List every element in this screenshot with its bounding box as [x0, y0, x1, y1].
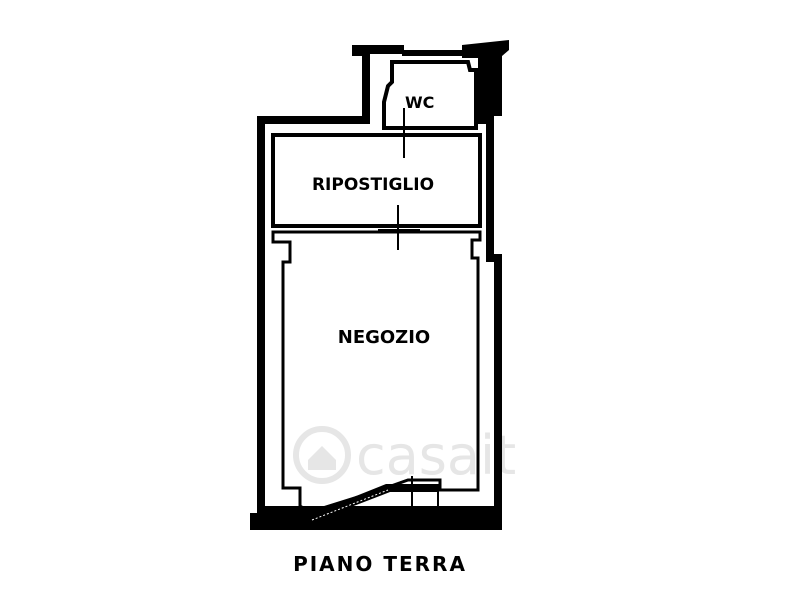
room-label-wc: WC [405, 93, 434, 112]
outer-wall [250, 40, 509, 530]
watermark-text: casait [356, 424, 516, 487]
watermark: casait [293, 424, 516, 487]
room-label-ripostiglio: RIPOSTIGLIO [312, 175, 434, 195]
step-hatch [311, 489, 389, 521]
wc-room [382, 50, 478, 132]
ripostiglio-wall [271, 133, 482, 228]
ripostiglio-room [271, 128, 482, 250]
room-label-negozio: NEGOZIO [338, 327, 431, 348]
negozio-room [271, 230, 482, 528]
watermark-logo-icon [293, 426, 351, 484]
wc-wall [382, 60, 478, 130]
entrance-step [306, 484, 438, 522]
watermark-house-icon [308, 446, 336, 470]
floor-label: PIANO TERRA [293, 552, 467, 576]
wc-window-icon [402, 50, 462, 56]
